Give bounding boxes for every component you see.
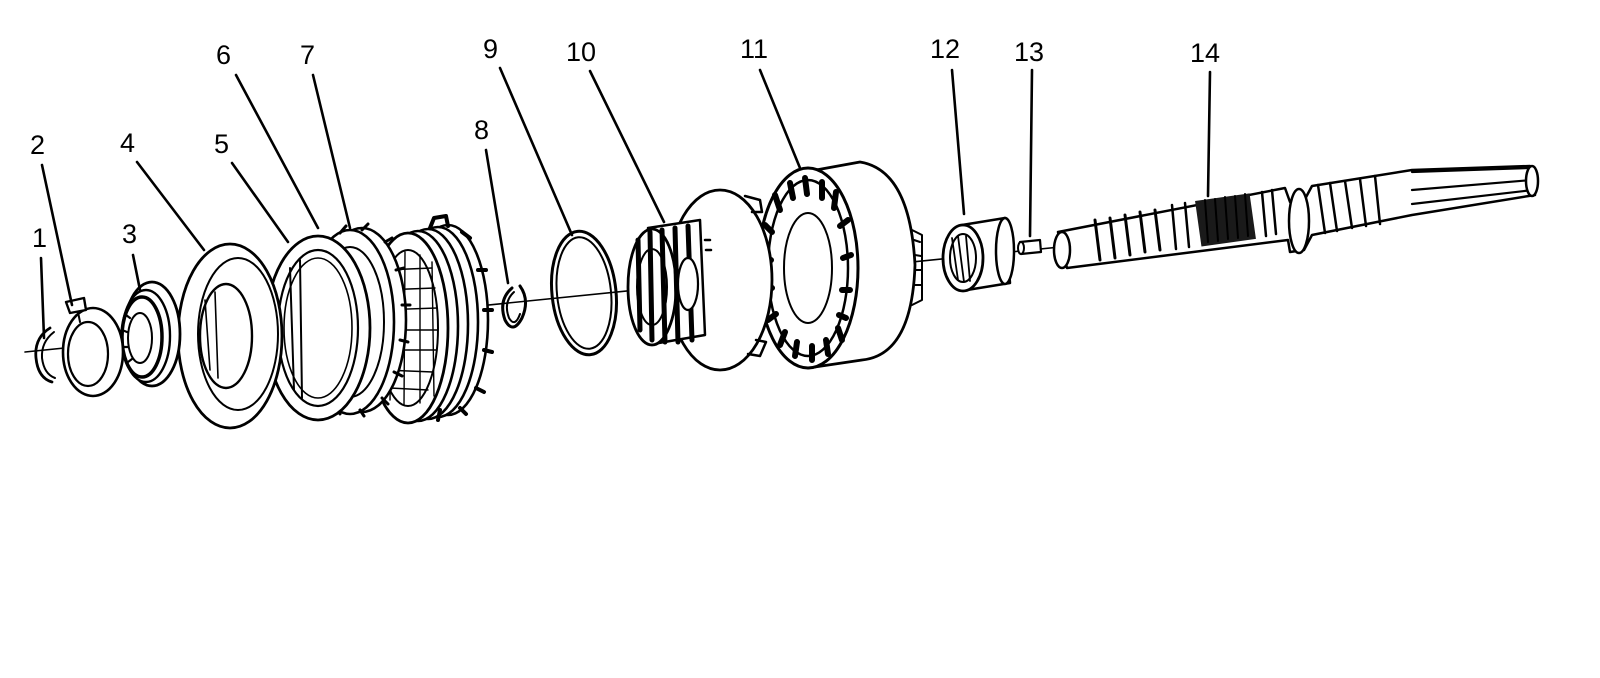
callout-9: 9 <box>483 34 498 64</box>
callout-11: 11 <box>740 34 768 64</box>
part-11-clutch-housing <box>756 160 923 370</box>
callout-12: 12 <box>930 34 960 64</box>
callout-3: 3 <box>122 219 137 249</box>
part-7-clutch-pack <box>366 214 494 425</box>
part-8-small-snap-ring <box>501 284 527 329</box>
callout-2: 2 <box>30 130 45 160</box>
part-13-small-pin <box>1017 238 1043 256</box>
callout-7: 7 <box>300 40 315 70</box>
part-10-splined-hub <box>626 188 774 372</box>
callout-14: 14 <box>1190 38 1220 68</box>
callout-13: 13 <box>1014 37 1044 67</box>
callout-labels: 1 2 3 4 5 6 7 8 9 10 11 12 13 14 <box>30 34 1220 253</box>
part-14-splined-shaft <box>1052 164 1540 270</box>
callout-10: 10 <box>566 37 596 67</box>
part-2-ring-with-tab <box>61 296 125 398</box>
callout-8: 8 <box>474 115 489 145</box>
part-5-backing-plate <box>264 234 372 422</box>
part-9-thin-ring <box>550 229 618 357</box>
part-4-flat-washer <box>176 242 284 430</box>
part-12-sleeve-bushing <box>941 216 1016 293</box>
leader-lines <box>39 66 1212 340</box>
callout-5: 5 <box>214 129 229 159</box>
callout-4: 4 <box>120 128 135 158</box>
callout-1: 1 <box>32 223 47 253</box>
part-1-snap-ring <box>34 326 56 384</box>
part-3-bearing <box>120 280 182 388</box>
callout-6: 6 <box>216 40 231 70</box>
